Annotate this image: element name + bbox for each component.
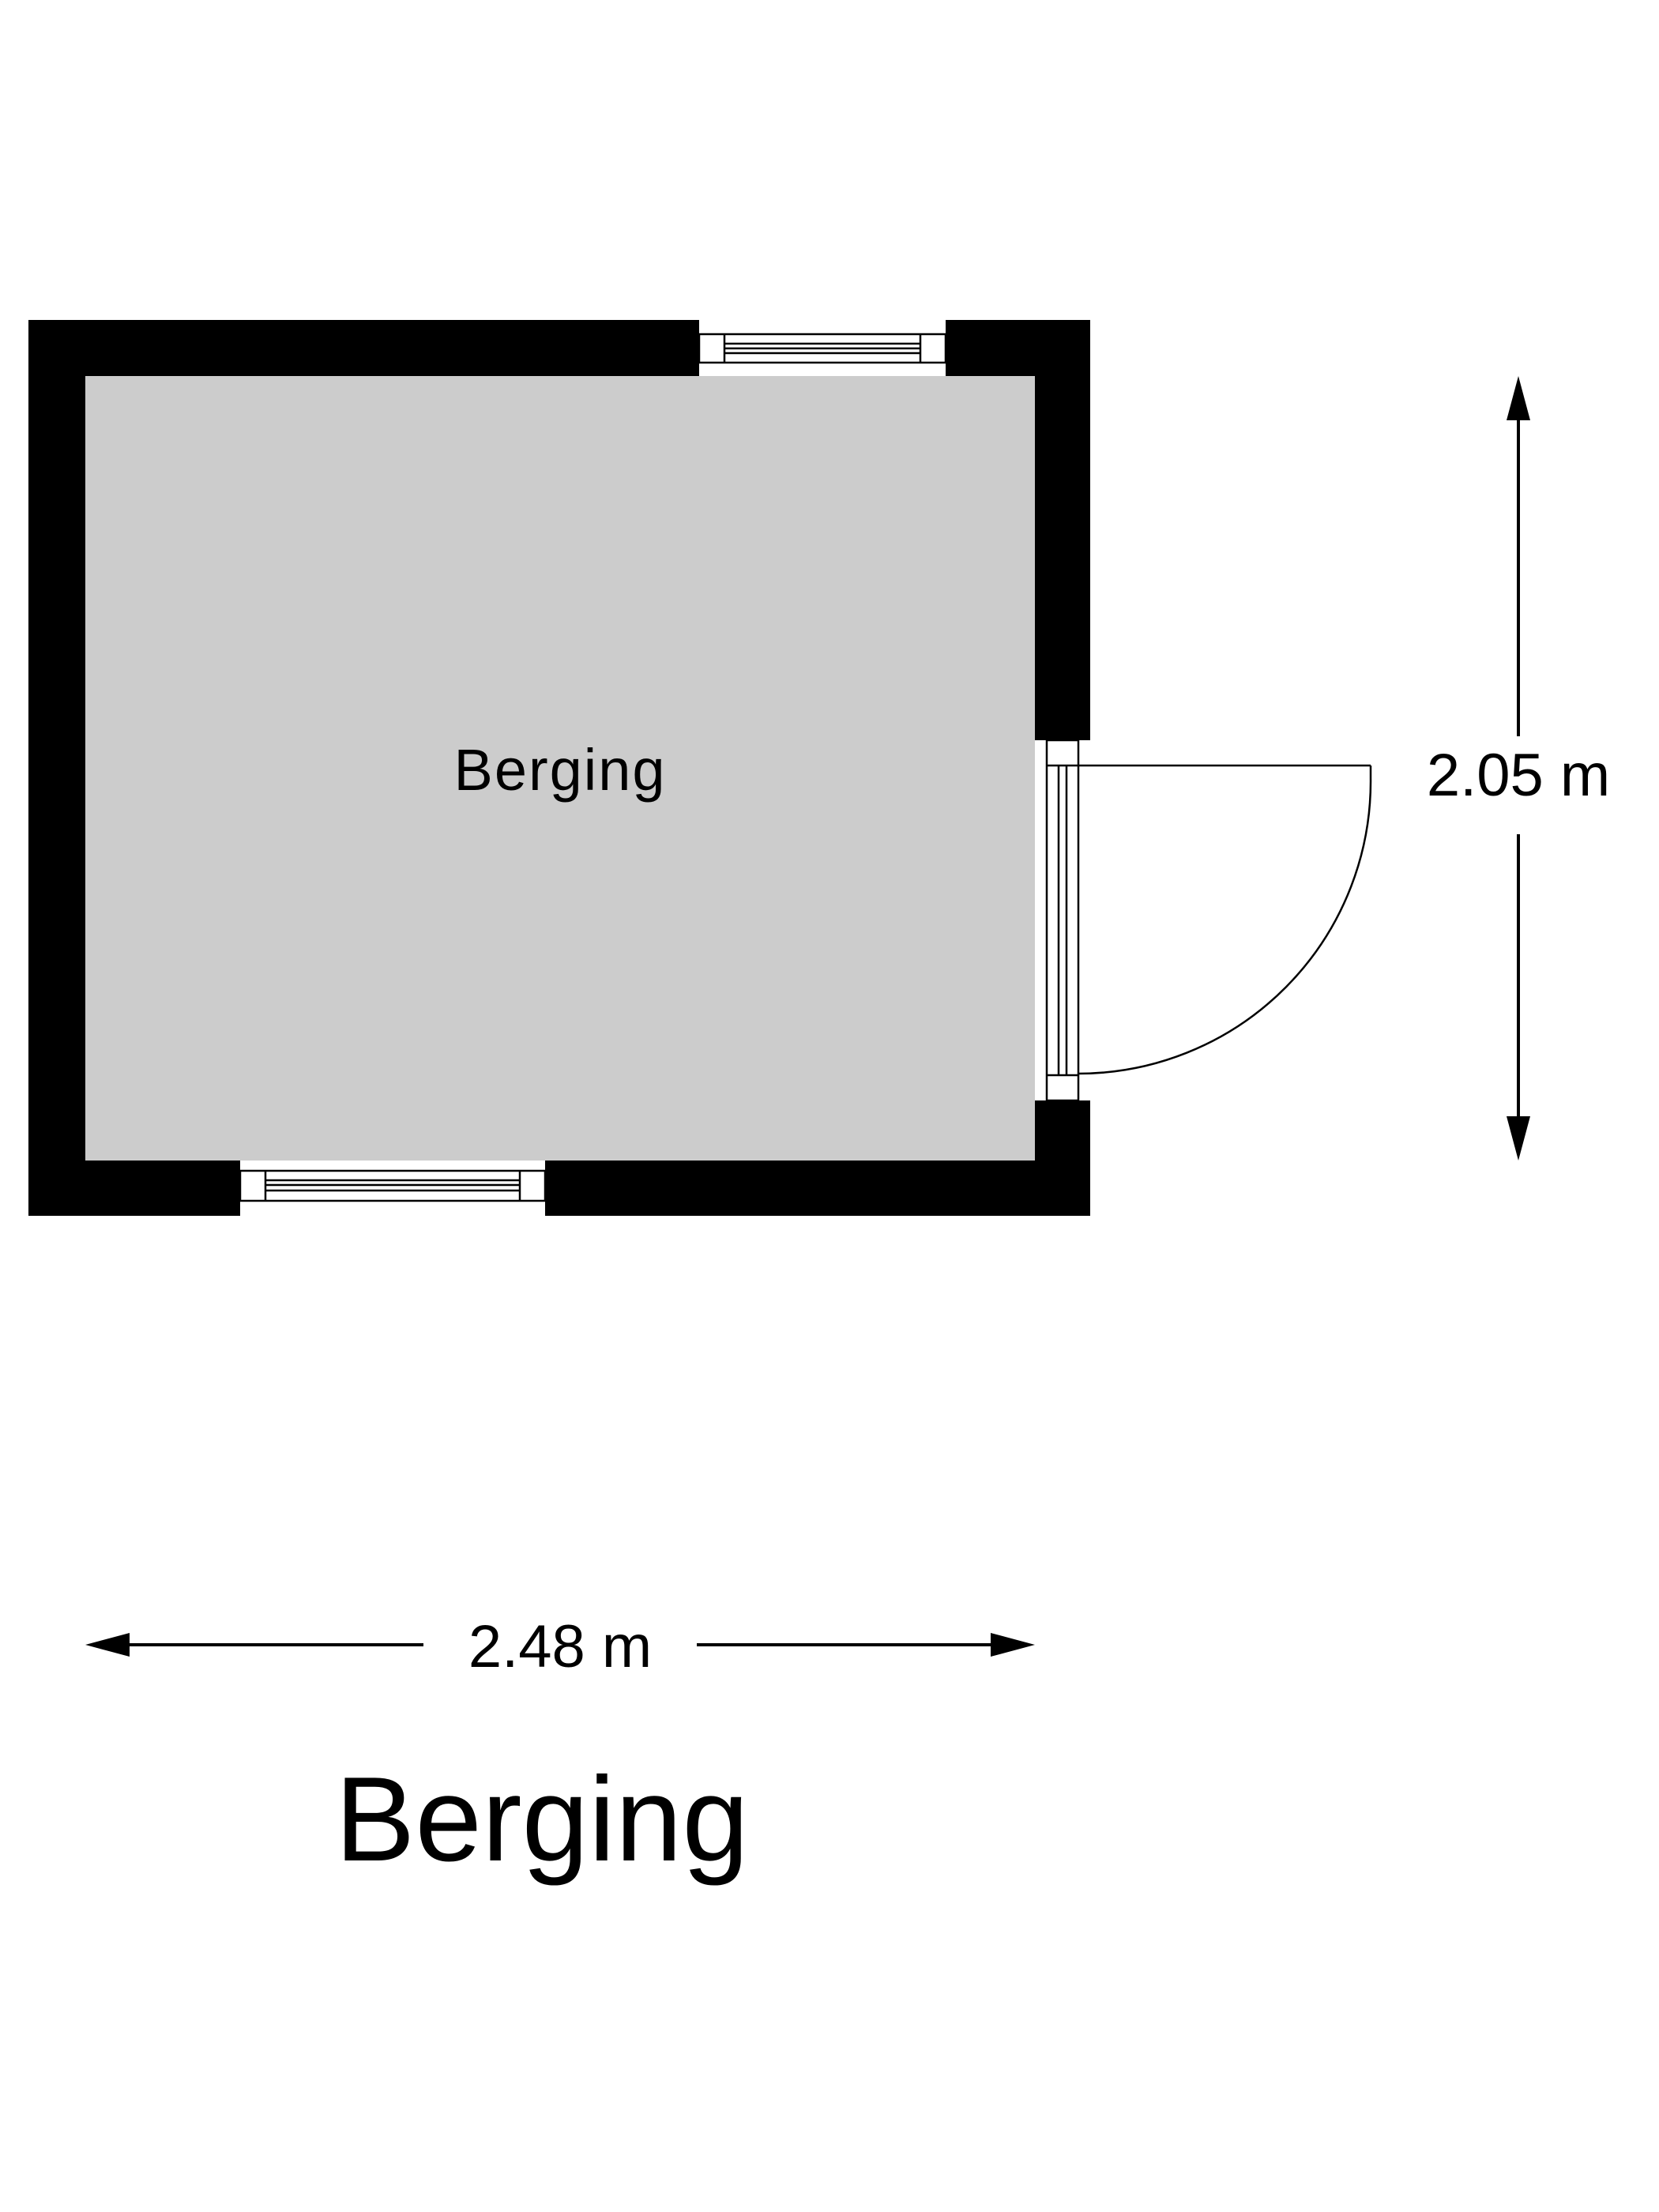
arrow-up-icon: [1507, 376, 1530, 420]
door-frame: [1045, 739, 1080, 1102]
window-bottom: [239, 1169, 547, 1202]
door-swing: [1078, 764, 1372, 1075]
wall-right-upper: [1035, 320, 1090, 740]
width-dimension: 2.48 m: [85, 1613, 1035, 1680]
arrow-right-icon: [991, 1633, 1035, 1657]
arrow-down-icon: [1507, 1116, 1530, 1161]
height-dimension: 2.05 m: [1400, 376, 1637, 1161]
walls: [28, 320, 1090, 1216]
room-label: Berging: [453, 737, 666, 803]
wall-top-left: [28, 320, 699, 376]
room-floor: [85, 376, 1035, 1161]
floorplan-title: Berging: [335, 1752, 749, 1887]
width-dimension-label: 2.48 m: [468, 1613, 652, 1680]
height-dimension-label: 2.05 m: [1427, 742, 1610, 809]
window-top: [698, 333, 947, 364]
arrow-left-icon: [85, 1633, 130, 1657]
wall-left: [28, 320, 85, 1216]
wall-bottom-right: [545, 1161, 1090, 1216]
wall-bottom-left: [28, 1161, 240, 1216]
